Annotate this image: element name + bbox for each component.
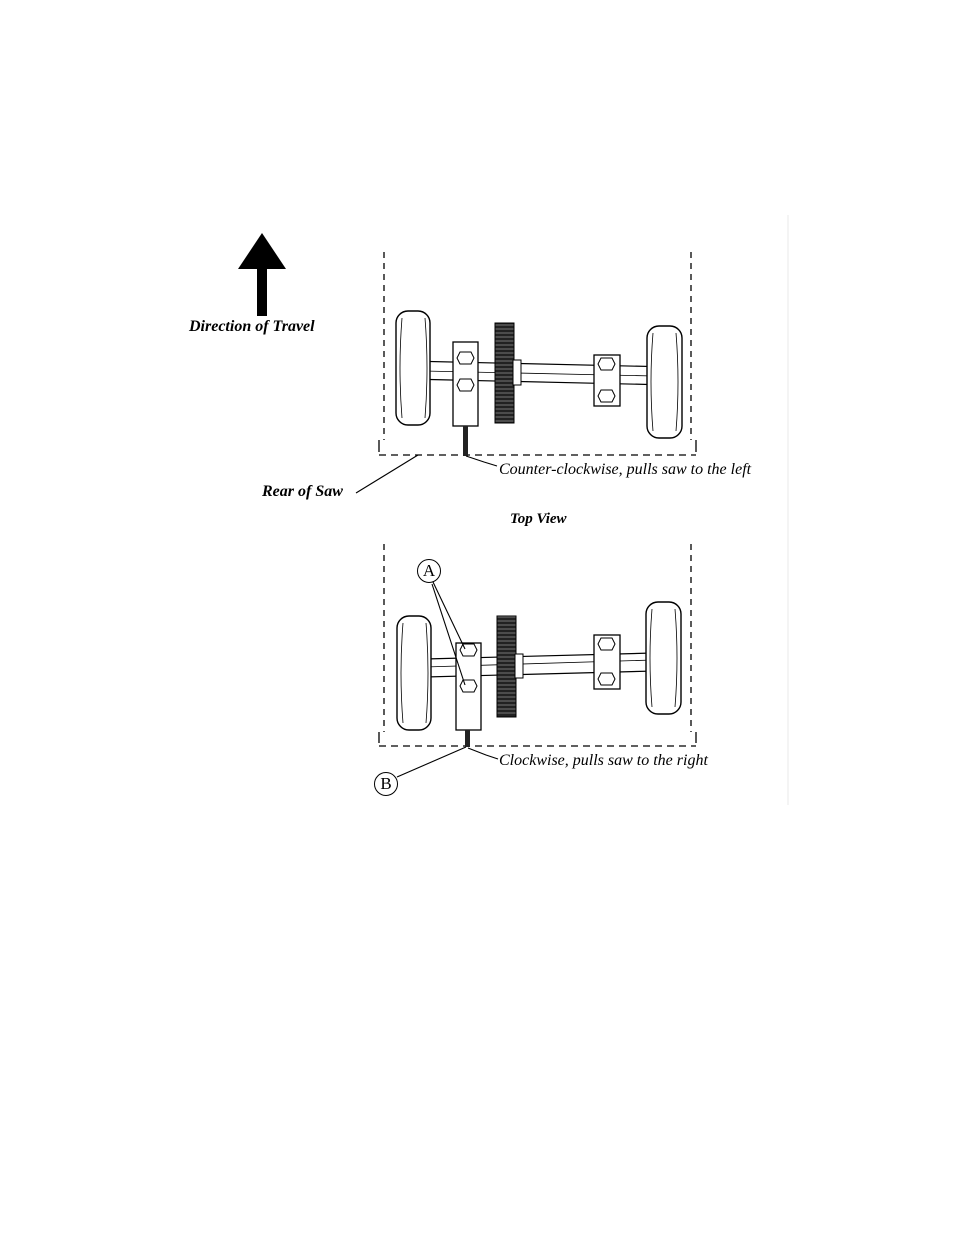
top-view-label: Top View <box>510 512 567 527</box>
adjuster-bracket-bottom <box>456 643 481 730</box>
ccw-leader <box>466 456 497 466</box>
direction-of-travel-label: Direction of Travel <box>189 319 315 335</box>
saw-blade-bottom <box>497 616 523 717</box>
top-assembly <box>356 252 698 493</box>
bearing-block <box>594 355 620 406</box>
left-wheel-bottom <box>397 616 431 730</box>
counter-clockwise-label: Counter-clockwise, pulls saw to the left <box>499 462 751 478</box>
adjuster-screw <box>463 426 468 456</box>
callout-a-leader-1 <box>433 582 465 649</box>
saw-blade <box>495 323 521 423</box>
bearing-block-bottom <box>594 635 620 689</box>
right-wheel <box>647 326 682 438</box>
callout-b-leader <box>397 747 466 777</box>
direction-arrow-icon <box>238 233 286 316</box>
right-wheel-bottom <box>646 602 681 714</box>
left-wheel <box>396 311 430 425</box>
cw-leader <box>468 748 498 759</box>
adjuster-bracket <box>453 342 478 426</box>
rear-of-saw-label: Rear of Saw <box>262 484 343 500</box>
clockwise-label: Clockwise, pulls saw to the right <box>499 753 708 769</box>
rear-leader <box>356 455 418 493</box>
adjuster-screw-bottom <box>465 730 470 747</box>
callout-a: A <box>417 559 441 583</box>
callout-b: B <box>374 772 398 796</box>
